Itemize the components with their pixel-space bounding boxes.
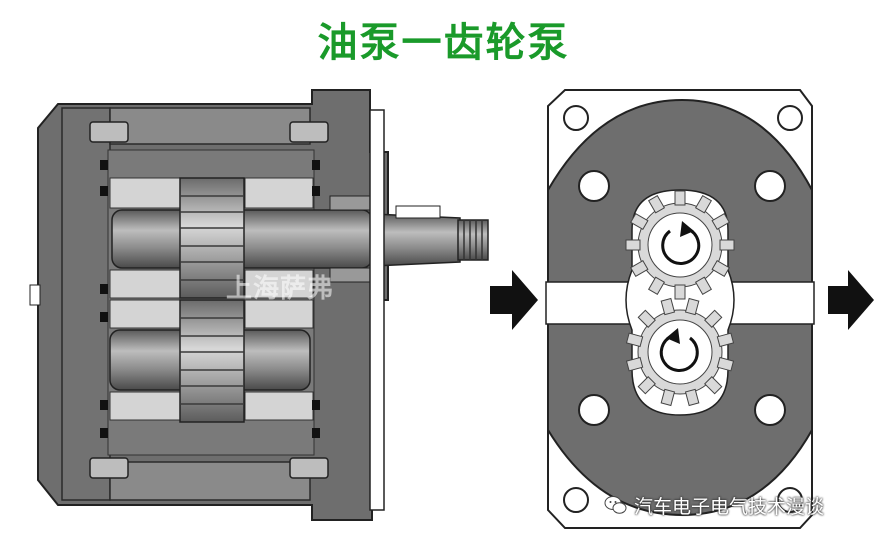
- front-view-with-gears: [545, 89, 815, 529]
- upper-gear: [625, 190, 735, 300]
- credit-text: 汽车电子电气技术漫谈: [634, 495, 825, 518]
- lower-gear: [625, 297, 735, 407]
- page-title: 油泵一齿轮泵: [317, 20, 570, 66]
- wechat-icon: [604, 496, 627, 514]
- cross-section-side-view: [29, 89, 489, 521]
- flow-arrow-left: [490, 270, 538, 330]
- credit-badge: 汽车电子电气技术漫谈: [604, 492, 824, 518]
- watermark-text: 上海萨弗: [226, 274, 335, 304]
- flow-arrow-right: [828, 270, 874, 330]
